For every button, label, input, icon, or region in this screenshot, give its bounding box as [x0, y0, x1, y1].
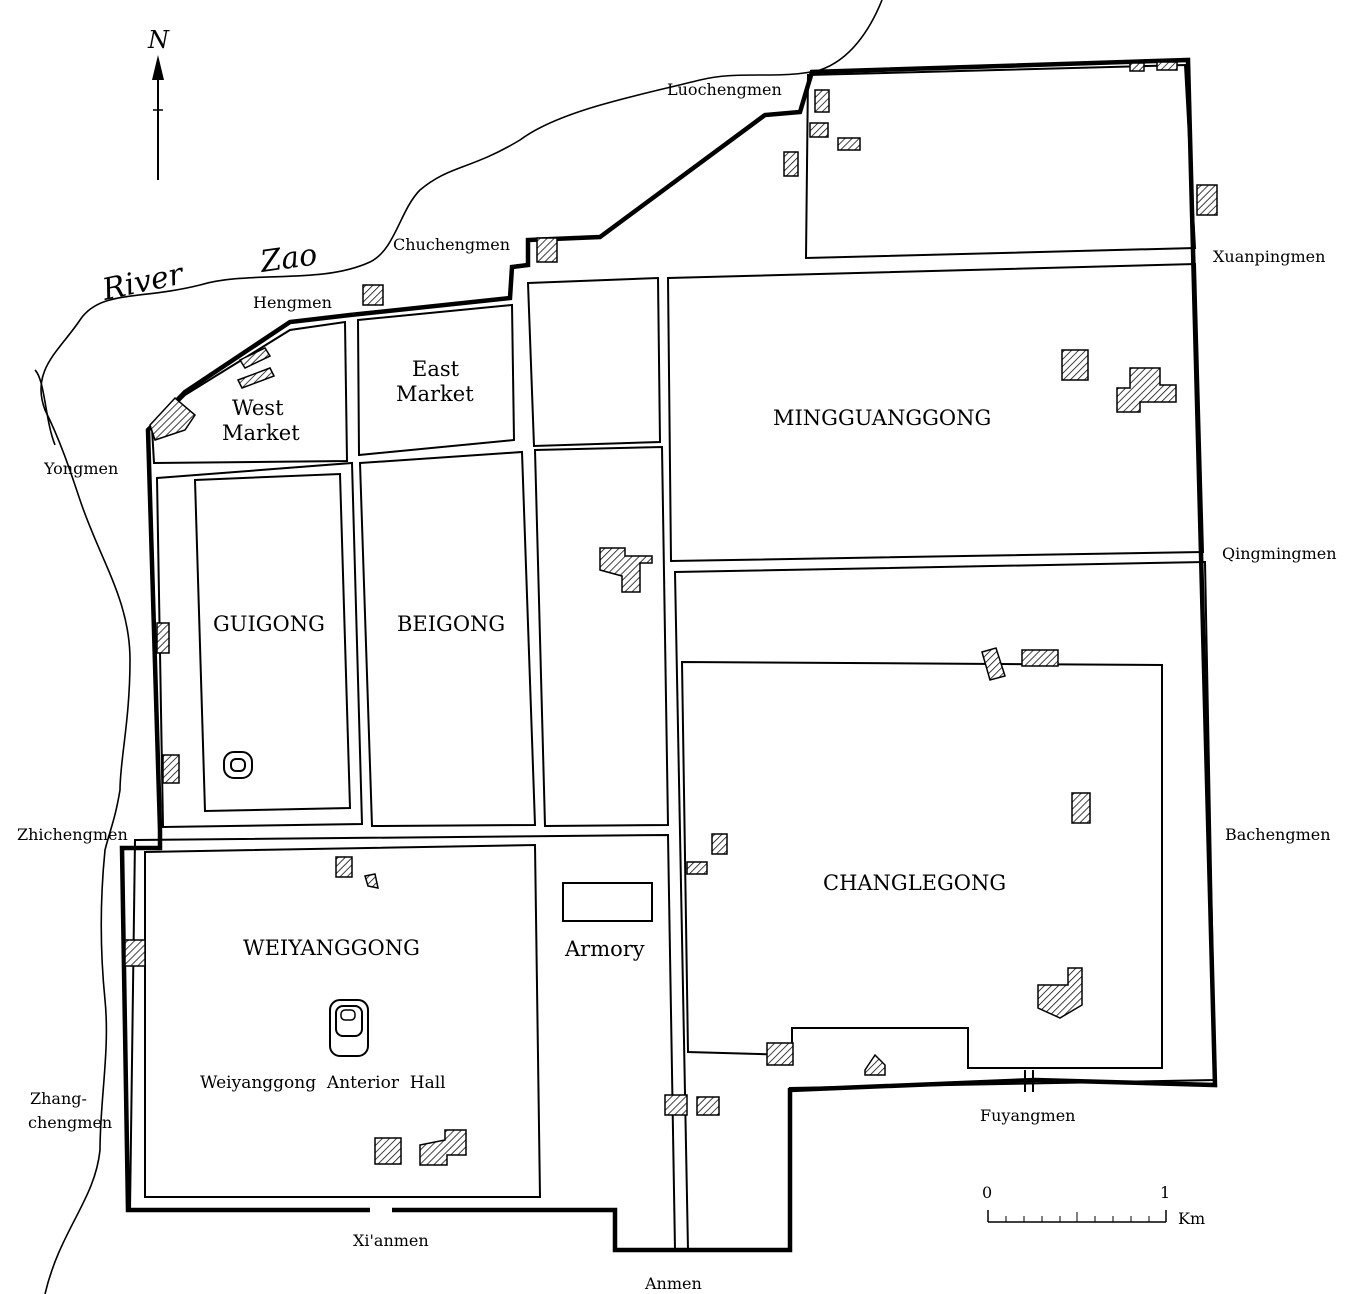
river-zao	[40, 0, 883, 1294]
block-guigong	[193, 472, 352, 813]
ruin-guigong	[223, 751, 253, 779]
area-mingguanggong: MINGGUANGGONG	[773, 406, 991, 430]
gate-yongmen: Yongmen	[43, 459, 118, 478]
area-weiyanggong: WEIYANGGONG	[243, 936, 420, 960]
gate-zhangchengmen-1: Zhang-	[30, 1089, 87, 1108]
block-east-market	[356, 303, 516, 457]
north-arrow: N	[147, 26, 170, 180]
gate-hengmen: Hengmen	[253, 293, 332, 312]
gate-qingmingmen: Qingmingmen	[1222, 544, 1337, 563]
gate-anmen: Anmen	[644, 1274, 702, 1293]
area-west-market-2: Market	[222, 421, 300, 445]
area-armory: Armory	[564, 937, 645, 961]
scale-unit: Km	[1178, 1209, 1205, 1228]
area-east-market-2: Market	[396, 382, 474, 406]
city-wall	[119, 57, 1218, 1253]
gate-fuyangmen: Fuyangmen	[980, 1106, 1075, 1125]
area-beigong: BEIGONG	[397, 612, 505, 636]
area-west-market-1: West	[232, 396, 284, 420]
gate-xianmen	[370, 1205, 392, 1215]
river-label-zao: Zao	[257, 237, 319, 280]
gate-zhichengmen: Zhichengmen	[17, 825, 128, 844]
area-guigong: GUIGONG	[213, 612, 325, 636]
anterior-hall-site	[329, 999, 369, 1057]
block-beigong	[358, 450, 537, 828]
block-nw-small	[526, 276, 662, 448]
gate-zhangchengmen-2: chengmen	[28, 1113, 112, 1132]
block-center	[533, 445, 670, 828]
block-ne	[804, 63, 1197, 260]
building-sites	[124, 61, 1218, 1166]
north-arrow-icon	[152, 55, 164, 80]
scale-start: 0	[982, 1183, 992, 1202]
river-branch	[34, 369, 56, 446]
block-weiyanggong	[144, 843, 542, 1198]
gate-luochengmen: Luochengmen	[667, 80, 782, 99]
area-east-market-1: East	[412, 357, 460, 381]
armory-building	[562, 882, 653, 922]
scale-bar: 0 1 Km	[982, 1183, 1205, 1228]
river-label-river: River	[98, 256, 187, 308]
north-label: N	[147, 26, 170, 54]
block-changlegong	[680, 660, 1163, 1069]
gate-bachengmen: Bachengmen	[1225, 825, 1331, 844]
gate-xuanpingmen: Xuanpingmen	[1213, 247, 1325, 266]
area-changlegong: CHANGLEGONG	[823, 871, 1006, 895]
gate-chuchengmen: Chuchengmen	[393, 235, 510, 254]
area-anterior-hall: Weiyanggong Anterior Hall	[200, 1073, 446, 1093]
scale-end: 1	[1160, 1183, 1170, 1202]
gate-xianmen-label: Xi'anmen	[353, 1231, 429, 1250]
